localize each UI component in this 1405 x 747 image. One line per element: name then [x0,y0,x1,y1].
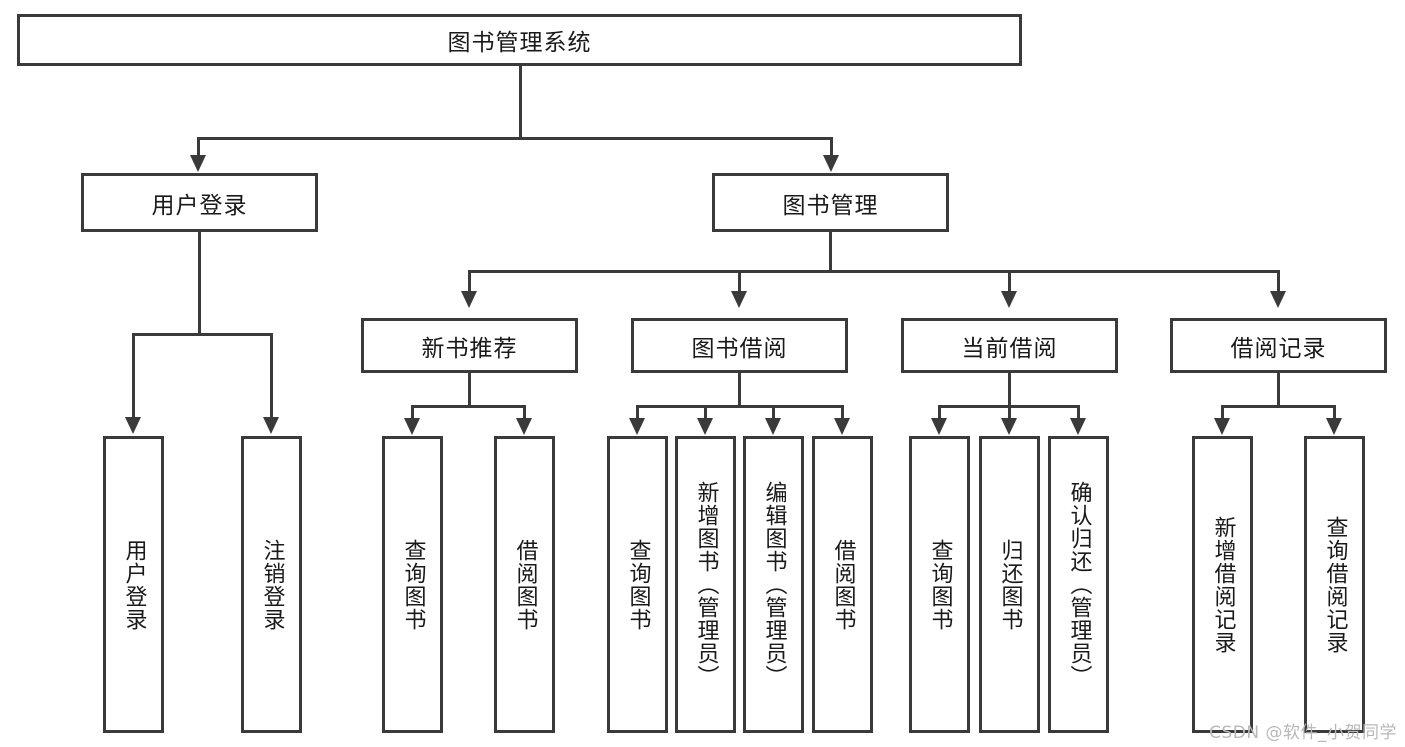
node-leaf-borrow-book-2[interactable]: 借阅图书 [812,436,873,733]
connector-cb-drop-1 [938,405,941,421]
node-leaf-confirm-return[interactable]: 确认归还（管理员） [1048,436,1109,733]
arrowhead-br-leaf-1 [1214,418,1230,435]
connector-bb-drop-2 [704,405,707,421]
node-leaf-add-book[interactable]: 新增图书（管理员） [675,436,736,733]
arrowhead-bm-to-borrow-record [1270,291,1286,308]
node-label: 注销登录 [259,538,285,631]
node-label: 图书管理系统 [447,30,592,56]
node-label: 图书管理 [782,192,879,219]
node-label: 用户登录 [151,192,248,219]
arrowhead-root-to-book-management [823,155,839,172]
node-leaf-add-record[interactable]: 新增借阅记录 [1192,436,1253,733]
arrowhead-cb-leaf-1 [931,418,947,435]
connector-bm-drop-3 [1008,270,1011,294]
node-book-management[interactable]: 图书管理 [712,173,949,232]
node-label: 确认归还（管理员） [1066,481,1092,688]
arrowhead-bb-leaf-2 [697,418,713,435]
connector-cb-drop-3 [1077,405,1080,421]
connector-cb-drop-2 [1008,405,1011,421]
node-label: 新增图书（管理员） [693,481,719,688]
node-leaf-user-login[interactable]: 用户登录 [103,436,164,733]
connector-br-drop-1 [1221,405,1224,421]
csdn-watermark: CSDN @软件_小贺同学 [1209,723,1397,743]
node-current-borrow[interactable]: 当前借阅 [901,318,1118,373]
node-label: 归还图书 [997,538,1023,631]
arrowhead-br-leaf-2 [1326,418,1342,435]
node-borrow-record[interactable]: 借阅记录 [1170,318,1387,373]
connector-bb-drop-4 [841,405,844,421]
connector-nbr-bus [411,405,526,408]
connector-bb-stem [738,373,741,407]
connector-root-stem [519,66,522,138]
node-leaf-query-book-3[interactable]: 查询图书 [909,436,970,733]
node-leaf-logout-login[interactable]: 注销登录 [241,436,302,733]
connector-bm-drop-2 [738,270,741,294]
connector-bm-drop-1 [468,270,471,294]
connector-root-bus [197,137,833,140]
connector-user-login-bus [132,333,273,336]
arrowhead-nbr-leaf-1 [404,418,420,435]
node-new-book-recommend[interactable]: 新书推荐 [361,318,578,373]
node-label: 查询借阅记录 [1322,515,1348,654]
node-label: 借阅图书 [830,538,856,631]
node-book-management-system[interactable]: 图书管理系统 [17,14,1022,66]
arrowhead-cb-leaf-2 [1001,418,1017,435]
connector-book-management-bus [468,270,1280,273]
connector-br-drop-2 [1333,405,1336,421]
node-label: 借阅图书 [512,538,538,631]
node-book-borrow[interactable]: 图书借阅 [631,318,848,373]
node-leaf-borrow-book-1[interactable]: 借阅图书 [494,436,555,733]
connector-bb-bus [636,405,844,408]
node-leaf-return-book[interactable]: 归还图书 [979,436,1040,733]
arrowhead-bb-leaf-1 [629,418,645,435]
node-leaf-query-record[interactable]: 查询借阅记录 [1304,436,1365,733]
node-label: 图书借阅 [691,335,788,362]
arrowhead-bb-leaf-3 [765,418,781,435]
connector-book-management-stem [829,232,832,272]
connector-user-login-stem [198,232,201,334]
arrowhead-bm-to-current-borrow [1001,291,1017,308]
arrowhead-nbr-leaf-2 [516,418,532,435]
connector-root-to-book-management [830,137,833,159]
node-label: 查询图书 [625,538,651,631]
arrowhead-cb-leaf-3 [1070,418,1086,435]
node-user-login[interactable]: 用户登录 [81,173,318,232]
node-label: 查询图书 [400,538,426,631]
arrowhead-root-to-user-login [190,155,206,172]
connector-root-to-user-login [197,137,200,159]
connector-bm-drop-4 [1277,270,1280,294]
node-label: 借阅记录 [1230,335,1327,362]
connector-cb-stem [1008,373,1011,407]
connector-br-stem [1277,373,1280,407]
node-label: 新增借阅记录 [1210,515,1236,654]
connector-user-login-drop-2 [270,333,273,419]
connector-nbr-drop-2 [523,405,526,421]
connector-user-login-drop-1 [132,333,135,419]
connector-bb-drop-3 [772,405,775,421]
node-leaf-query-book-1[interactable]: 查询图书 [382,436,443,733]
arrowhead-user-login-leaf-1 [125,417,141,434]
node-label: 查询图书 [927,538,953,631]
arrowhead-bm-to-new-book-recommend [461,291,477,308]
node-leaf-edit-book[interactable]: 编辑图书（管理员） [743,436,804,733]
arrowhead-bm-to-book-borrow [731,291,747,308]
connector-bb-drop-1 [636,405,639,421]
connector-nbr-drop-1 [411,405,414,421]
node-label: 当前借阅 [961,335,1058,362]
node-label: 新书推荐 [421,335,518,362]
connector-br-bus [1221,405,1336,408]
node-label: 用户登录 [121,538,147,631]
connector-nbr-stem [468,373,471,407]
arrowhead-user-login-leaf-2 [263,417,279,434]
arrowhead-bb-leaf-4 [834,418,850,435]
node-label: 编辑图书（管理员） [761,481,787,688]
node-leaf-query-book-2[interactable]: 查询图书 [607,436,668,733]
